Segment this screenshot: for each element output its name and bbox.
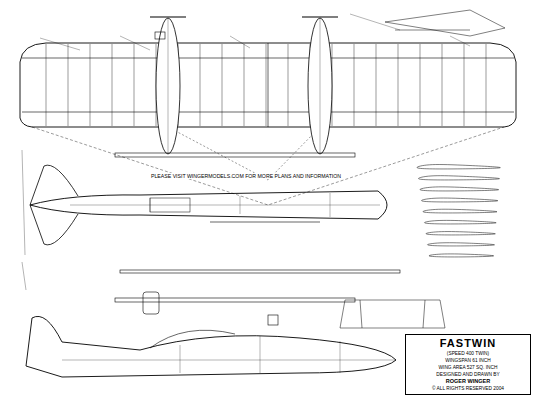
wing-rib [486,44,487,126]
title-text: (SPEED 400 TWIN) [408,350,528,357]
wing-rib [464,44,465,126]
leader-line [40,14,470,50]
wing-rib [200,44,201,126]
strip-part [115,153,355,157]
wing-rib [222,44,223,126]
wing-rib [244,44,245,126]
dihedral-line [32,127,504,205]
wing-rib [420,44,421,126]
wing-outline [20,43,516,127]
nacelle-axis [168,18,169,154]
fuselage-top [30,191,387,219]
wing-rib [354,44,355,126]
airfoil-sections [417,165,500,257]
hatch-part [143,292,159,314]
wing-rib [134,44,135,126]
strip-part [120,270,400,273]
airfoil-section [419,176,500,180]
title-text: DESIGNED AND DRAWN BY [408,371,528,378]
plan-note: PLEASE VISIT WINGERMODELS.COM FOR MORE P… [150,173,342,179]
airfoil-section [426,232,495,235]
fin-plan [22,150,26,290]
title-text: WING AREA 527 SQ. INCH [408,364,528,371]
plan-title: FASTWIN [408,337,528,350]
strip-part [115,298,355,302]
airfoil-section [423,209,497,213]
fuselage-line [70,193,380,217]
wing-rib [90,44,91,126]
fuselage-line [62,336,396,373]
wing-ribs [46,44,486,126]
airfoil-section [417,165,500,169]
title-text: WINGSPAN 61 INCH [408,357,528,364]
title-text: © ALL RIGHTS RESERVED 2004 [408,385,528,392]
wing-section [340,300,445,328]
airfoil-section [428,243,495,246]
title-block: FASTWIN(SPEED 400 TWIN)WINGSPAN 61 INCHW… [405,334,531,395]
wing-rib [112,44,113,126]
small-part [268,315,278,325]
canopy [150,330,235,348]
wing-rib [46,44,47,126]
wing-rib [376,44,377,126]
nacelle [308,18,332,154]
title-text: ROGER WINGER [408,378,528,385]
detail-sketch [385,10,505,36]
wing-rib [288,44,289,126]
airfoil-section [425,220,497,224]
detail-part [155,32,165,39]
battery-hatch [150,198,190,212]
propeller [150,16,338,17]
wing-centre [268,43,269,127]
airfoil-section [420,187,499,191]
airfoil-section [429,254,494,257]
wing-rib [68,44,69,126]
wing-mount [210,222,320,223]
wing-rib [398,44,399,126]
wing-rib [442,44,443,126]
wing-rib [266,44,267,126]
nacelle [156,18,180,154]
airfoil-section [422,198,498,202]
nacelle-axis [320,18,321,154]
